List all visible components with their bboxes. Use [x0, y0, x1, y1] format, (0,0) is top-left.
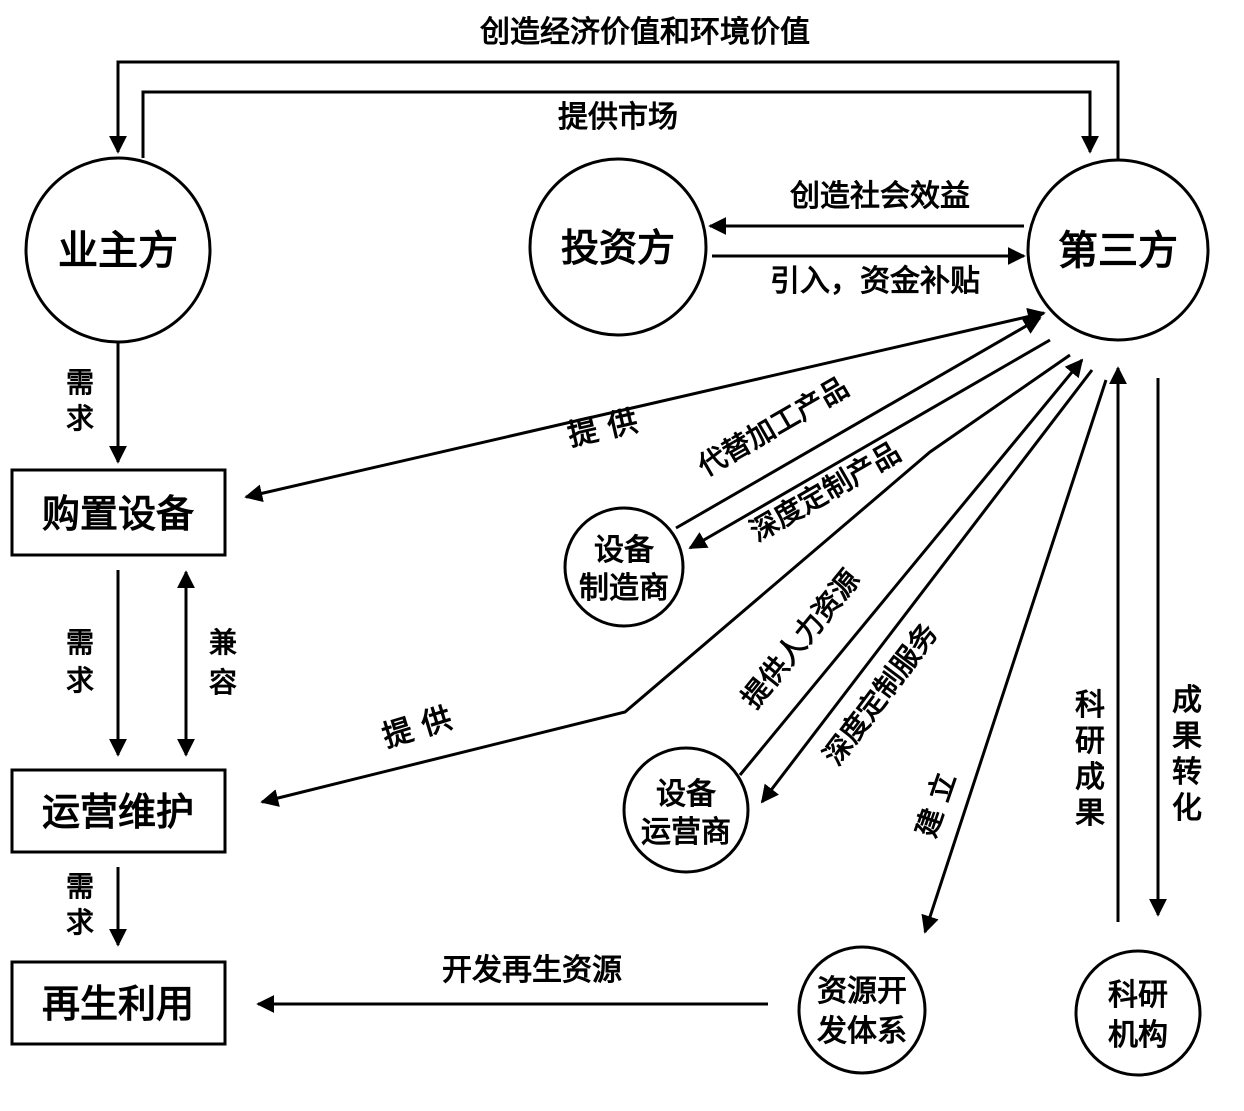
node-manufacturer: 设备 制造商 — [563, 506, 685, 628]
research-results-char-3: 成 — [1075, 760, 1105, 795]
edge-social-benefit: 创造社会效益 — [708, 179, 1024, 235]
custom-service-label: 深度定制服务 — [817, 617, 944, 771]
develop-resource-label: 开发再生资源 — [442, 953, 622, 988]
owner-label: 业主方 — [58, 227, 178, 274]
provide-market-label: 提供市场 — [558, 100, 678, 135]
edge-develop-resource: 开发再生资源 — [256, 953, 768, 1013]
compatible-char-2: 容 — [209, 666, 237, 699]
edge-oem: 代替加工产品 — [675, 316, 1042, 530]
edge-custom-service: 深度定制服务 — [760, 369, 1094, 804]
investor-label: 投资方 — [561, 225, 675, 270]
edge-demand-2: 需 求 — [66, 570, 127, 757]
demand-1-char-2: 求 — [66, 402, 94, 435]
transform-char-2: 果 — [1172, 719, 1202, 754]
transform-char-1: 成 — [1172, 683, 1202, 718]
node-third-party: 第三方 — [1026, 158, 1210, 342]
demand-3-char-2: 求 — [66, 906, 94, 939]
node-operator: 设备 运营商 — [622, 746, 750, 874]
transform-char-3: 转 — [1172, 755, 1202, 790]
provide-1-label: 提 供 — [565, 404, 642, 454]
transform-char-4: 化 — [1172, 791, 1202, 826]
edge-funding: 引入，资金补贴 — [712, 247, 1026, 299]
demand-2-char-1: 需 — [66, 626, 94, 659]
provide-2-label: 提 供 — [378, 701, 456, 755]
recycle-label: 再生利用 — [42, 981, 194, 1026]
edge-transform: 成 果 转 化 — [1149, 378, 1202, 917]
research-results-char-4: 果 — [1075, 796, 1105, 831]
resource-system-label-line1: 资源开 — [817, 974, 907, 1009]
create-value-label: 创造经济价值和环境价值 — [479, 15, 810, 50]
node-research: 科研 机构 — [1074, 949, 1202, 1077]
edge-provide-2: 提 供 — [260, 353, 1071, 807]
demand-2-char-2: 求 — [66, 664, 94, 697]
node-resource-system: 资源开 发体系 — [797, 945, 927, 1075]
edge-build: 建 立 — [910, 379, 1108, 934]
purchase-label: 购置设备 — [42, 491, 195, 536]
manufacturer-label-line2: 制造商 — [579, 571, 669, 606]
edge-provide-1: 提 供 — [244, 307, 1046, 503]
demand-1-char-1: 需 — [66, 366, 94, 399]
research-results-char-1: 科 — [1075, 688, 1105, 723]
edge-research-results: 科 研 成 果 — [1075, 366, 1127, 922]
edge-compatible: 兼 容 — [177, 570, 237, 757]
operation-label: 运营维护 — [42, 789, 194, 834]
research-label-line1: 科研 — [1108, 978, 1168, 1013]
edge-demand-3: 需 求 — [66, 867, 127, 947]
edge-provide-market: 提供市场 — [141, 90, 1099, 158]
resource-system-label-line2: 发体系 — [816, 1014, 907, 1049]
operator-label-line1: 设备 — [656, 777, 717, 812]
box-recycle: 再生利用 — [10, 960, 227, 1046]
compatible-char-1: 兼 — [209, 626, 237, 659]
third-party-label: 第三方 — [1058, 227, 1178, 274]
node-owner: 业主方 — [24, 156, 212, 344]
operator-label-line2: 运营商 — [641, 815, 731, 850]
node-investor: 投资方 — [528, 157, 708, 337]
funding-label: 引入，资金补贴 — [770, 264, 980, 299]
box-purchase: 购置设备 — [10, 468, 227, 557]
research-label-line2: 机构 — [1108, 1018, 1168, 1053]
edge-demand-1: 需 求 — [66, 343, 127, 464]
demand-3-char-1: 需 — [66, 870, 94, 903]
edge-create-value: 创造经济价值和环境价值 — [109, 15, 1120, 160]
social-benefit-label: 创造社会效益 — [789, 179, 970, 214]
box-operation: 运营维护 — [10, 768, 227, 854]
manufacturer-label-line1: 设备 — [594, 533, 655, 568]
build-label: 建 立 — [910, 768, 963, 841]
research-results-char-2: 研 — [1075, 724, 1105, 759]
